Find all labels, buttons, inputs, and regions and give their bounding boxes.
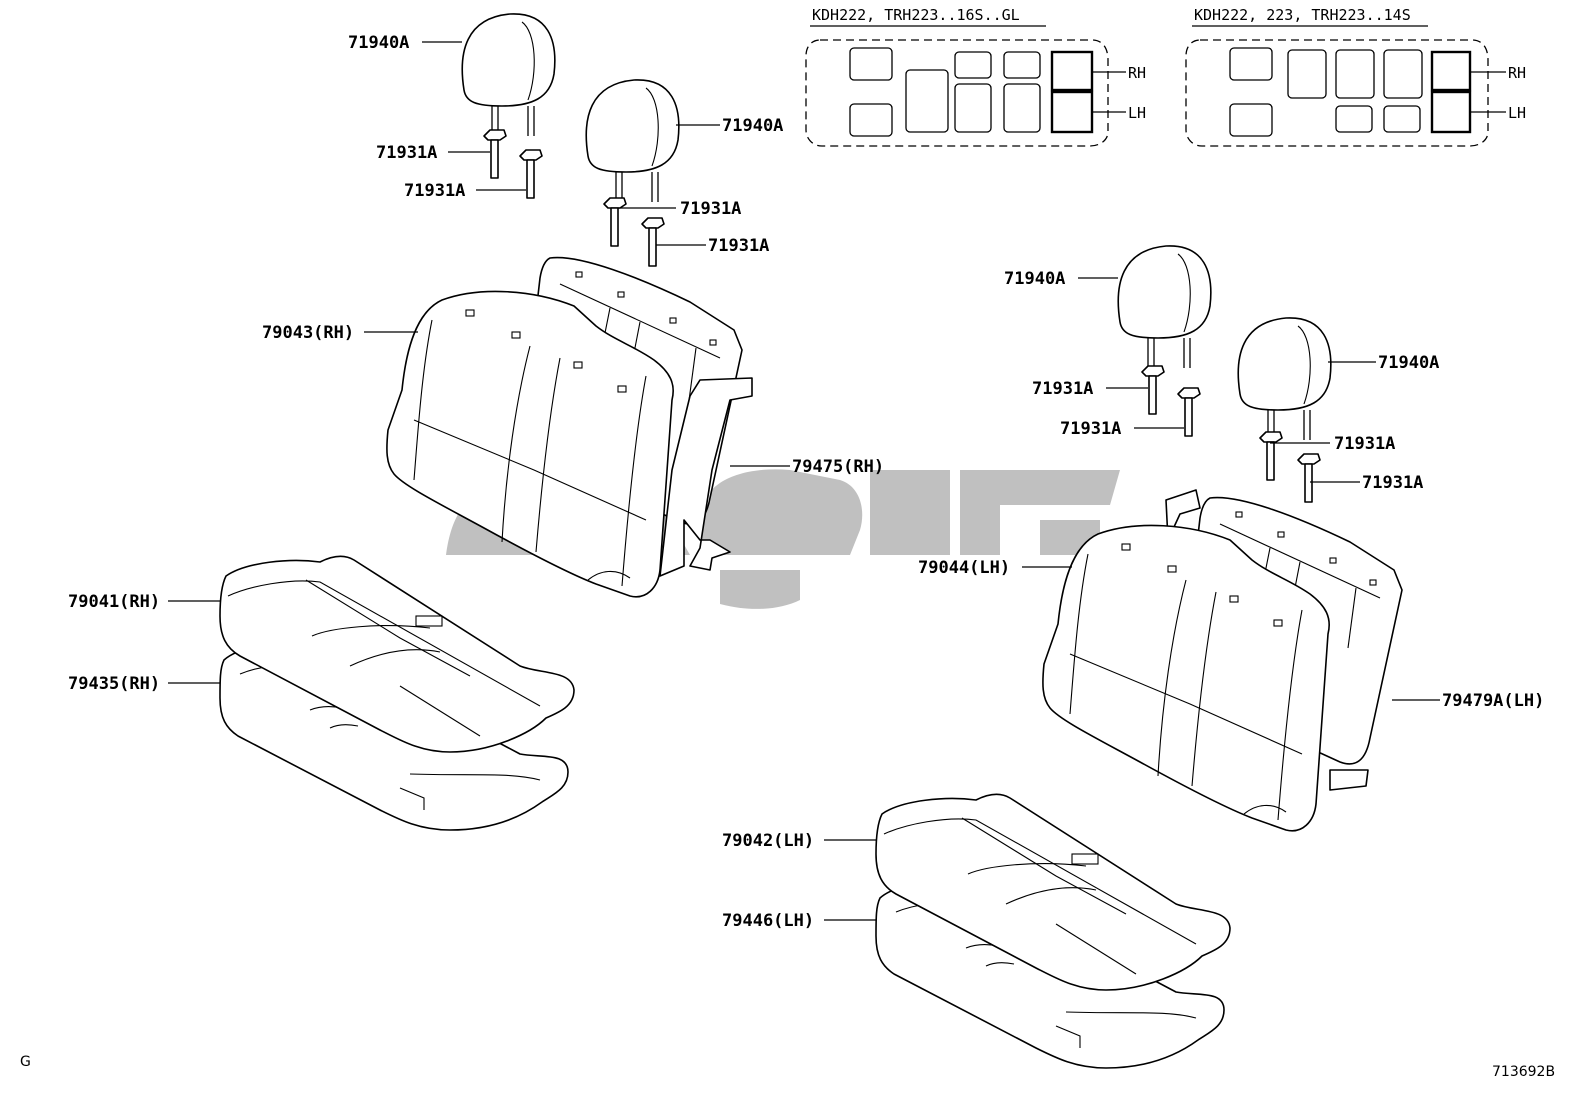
- callout-support: 71931A: [1032, 379, 1093, 399]
- rh-position-label: RH: [1508, 64, 1526, 82]
- lh-position-label: LH: [1128, 104, 1146, 122]
- support-part-3: [603, 197, 627, 247]
- callout-headrest: 71940A: [1378, 353, 1439, 373]
- callout-support: 71931A: [1060, 419, 1121, 439]
- callout-cushion-cover-lh: 79042(LH): [722, 831, 814, 851]
- support-part-7: [1259, 431, 1283, 481]
- callout-back-cover-rh: 79043(RH): [262, 323, 354, 343]
- headrest-part-2: [585, 79, 680, 203]
- support-part-1: [483, 129, 507, 179]
- callout-cushion-cover-rh: 79041(RH): [68, 592, 160, 612]
- callout-support: 71931A: [1334, 434, 1395, 454]
- support-part-6: [1177, 387, 1201, 437]
- seat-map-title: KDH222, 223, TRH223..14S: [1194, 6, 1411, 24]
- support-part-5: [1141, 365, 1165, 415]
- callout-headrest: 71940A: [1004, 269, 1065, 289]
- support-part-8: [1297, 453, 1321, 503]
- callout-back-board-rh: 79475(RH): [792, 457, 884, 477]
- headrest-part-4: [1237, 317, 1332, 441]
- callout-headrest: 71940A: [348, 33, 409, 53]
- callout-support: 71931A: [708, 236, 769, 256]
- callout-support: 71931A: [1362, 473, 1423, 493]
- seat-back-hinge-rh: [659, 377, 753, 577]
- callout-support: 71931A: [680, 199, 741, 219]
- callout-headrest: 71940A: [722, 116, 783, 136]
- seat-map-title: KDH222, TRH223..16S..GL: [812, 6, 1020, 24]
- lh-position-label: LH: [1508, 104, 1526, 122]
- callout-cushion-pad-rh: 79435(RH): [68, 674, 160, 694]
- support-part-4: [641, 217, 665, 267]
- corner-mark: G: [20, 1054, 31, 1070]
- headrest-part-3: [1117, 245, 1212, 369]
- callout-support: 71931A: [404, 181, 465, 201]
- seat-map-variant-2: KDH222, 223, TRH223..14S RH LH: [1185, 6, 1526, 147]
- seat-map-variant-1: KDH222, TRH223..16S..GL RH LH: [805, 6, 1146, 147]
- figure-id: 713692B: [1492, 1064, 1555, 1080]
- rh-position-label: RH: [1128, 64, 1146, 82]
- callout-support: 71931A: [376, 143, 437, 163]
- callout-back-board-lh: 79479A(LH): [1442, 691, 1544, 711]
- support-part-2: [519, 149, 543, 199]
- leader-lines: [168, 41, 1440, 921]
- callout-cushion-pad-lh: 79446(LH): [722, 911, 814, 931]
- callout-back-cover-lh: 79044(LH): [918, 558, 1010, 578]
- headrest-part-1: [461, 13, 556, 137]
